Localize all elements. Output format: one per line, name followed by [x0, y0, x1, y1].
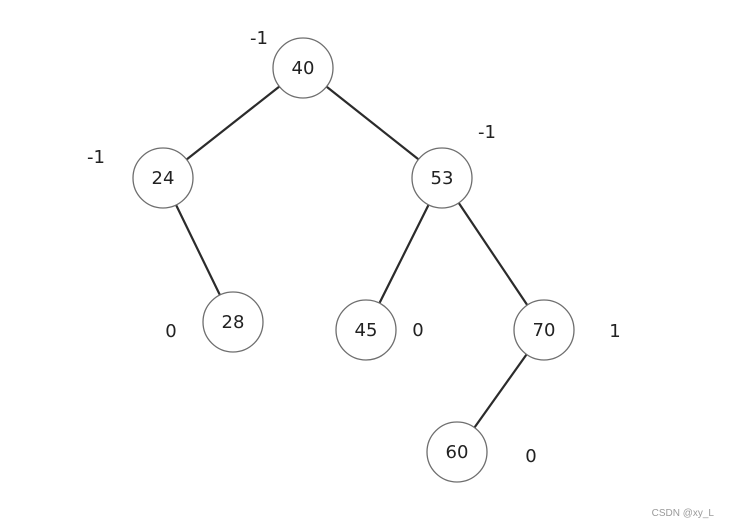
node-label: 53: [431, 168, 454, 189]
tree-node-53: 53: [411, 147, 473, 209]
watermark: CSDN @xy_L: [651, 508, 714, 519]
node-label: 60: [446, 442, 469, 463]
node-circle: [513, 299, 575, 361]
balance-factor-45: 0: [412, 320, 423, 341]
node-circle: [335, 299, 397, 361]
node-circle: [411, 147, 473, 209]
balance-factor-70: 1: [609, 321, 620, 342]
node-label: 28: [222, 312, 245, 333]
tree-edges: [175, 85, 529, 429]
edge-53-70: [457, 202, 529, 306]
balance-factor-24: -1: [87, 147, 105, 168]
tree-node-70: 70: [513, 299, 575, 361]
node-label: 45: [355, 320, 378, 341]
tree-node-24: 24: [132, 147, 194, 209]
node-label: 40: [292, 58, 315, 79]
tree-node-28: 28: [202, 291, 264, 353]
balance-factor-60: 0: [525, 446, 536, 467]
tree-node-60: 60: [426, 421, 488, 483]
node-circle: [202, 291, 264, 353]
tree-node-40: 40: [272, 37, 334, 99]
tree-nodes: 40 24 53 28 45 70 60: [132, 37, 575, 483]
node-circle: [132, 147, 194, 209]
node-label: 24: [152, 168, 175, 189]
edge-40-53: [325, 85, 420, 161]
edge-24-28: [175, 204, 221, 296]
edge-53-45: [378, 204, 430, 304]
edge-70-60: [473, 353, 528, 429]
balance-factor-28: 0: [165, 321, 176, 342]
node-label: 70: [533, 320, 556, 341]
balance-factor-40: -1: [250, 28, 268, 49]
node-circle: [426, 421, 488, 483]
node-circle: [272, 37, 334, 99]
edge-40-24: [185, 85, 281, 161]
balance-factors: -1 -1 -1 0 0 1 0: [87, 28, 621, 467]
balance-factor-53: -1: [478, 122, 496, 143]
tree-node-45: 45: [335, 299, 397, 361]
